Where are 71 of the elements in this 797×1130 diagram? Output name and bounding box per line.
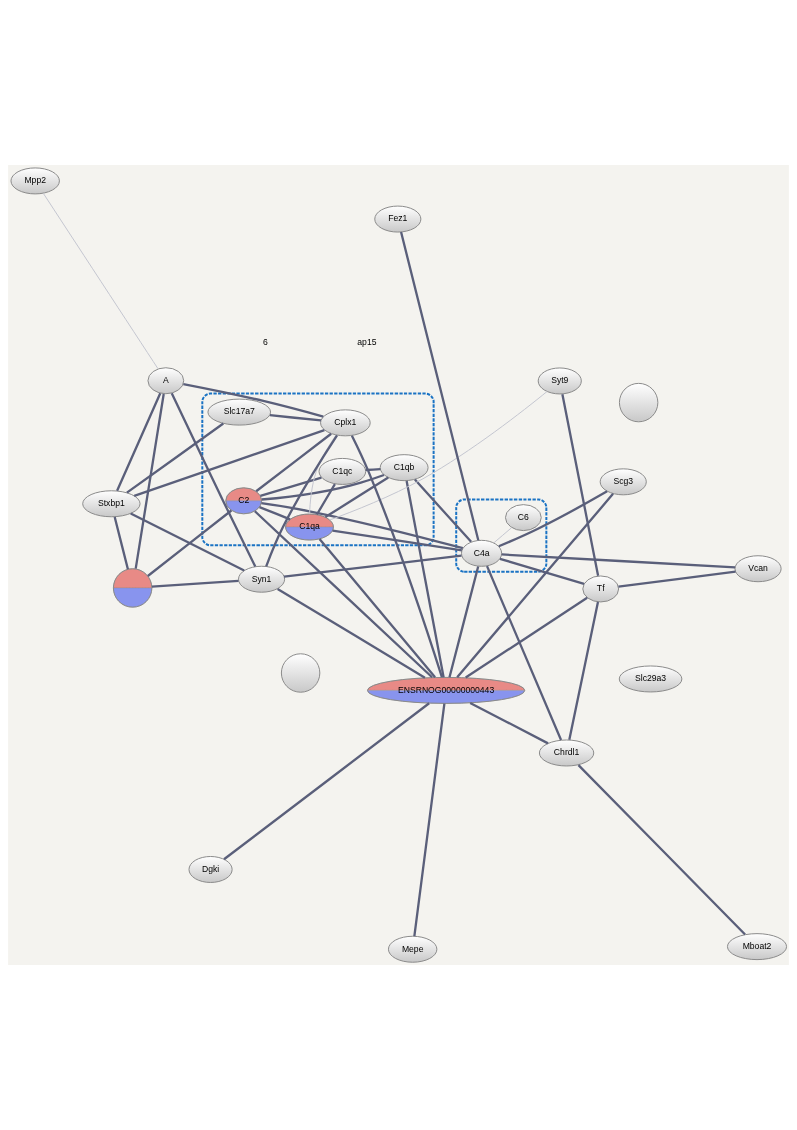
node-ellipse: C4a xyxy=(461,539,503,567)
connector xyxy=(255,432,332,493)
node-ellipse: Vcan xyxy=(734,555,782,583)
connector xyxy=(469,701,549,745)
connector xyxy=(147,509,233,577)
connector xyxy=(277,587,426,679)
label: ap15 xyxy=(357,336,377,347)
label: 6 xyxy=(263,336,268,347)
connector xyxy=(618,570,736,588)
connector xyxy=(318,538,436,678)
connector xyxy=(332,529,463,552)
connector xyxy=(501,553,736,569)
connector xyxy=(499,557,585,586)
connector xyxy=(350,435,443,678)
connector xyxy=(183,382,324,418)
connector xyxy=(265,434,338,567)
node-ellipse: C1qb xyxy=(379,454,429,482)
connector xyxy=(493,527,513,544)
connector xyxy=(413,703,446,937)
connector xyxy=(259,506,291,521)
node-ellipse: Mepe xyxy=(387,935,438,963)
connector xyxy=(399,231,480,541)
connector xyxy=(130,512,245,572)
node-circle xyxy=(280,653,321,693)
connector xyxy=(465,596,588,679)
connector xyxy=(568,601,600,740)
node-ellipse: Syn1 xyxy=(238,565,286,593)
connector xyxy=(116,392,162,492)
connector xyxy=(261,473,385,501)
node-ellipse: C1qc xyxy=(318,457,367,485)
connector xyxy=(577,764,746,936)
connector xyxy=(561,394,600,576)
connector xyxy=(405,480,445,678)
node-ellipse: Fez1 xyxy=(374,205,422,233)
connector xyxy=(126,422,224,494)
node-ellipse: Scg3 xyxy=(599,468,647,496)
node-ellipse: Syt9 xyxy=(537,367,582,395)
connector xyxy=(151,579,239,588)
connector xyxy=(260,476,322,497)
node-ellipse: A xyxy=(147,367,185,395)
node-ellipse: Slc29a3 xyxy=(618,665,683,693)
connector xyxy=(315,483,336,516)
node-circle xyxy=(618,382,659,423)
connector xyxy=(456,493,614,679)
connector xyxy=(498,490,608,548)
connector xyxy=(170,392,257,567)
cluster xyxy=(201,392,435,547)
node-ellipse: C6 xyxy=(504,504,542,532)
connector xyxy=(261,502,464,550)
connector xyxy=(414,478,472,543)
node-ellipse: Mpp2 xyxy=(10,167,60,195)
connector xyxy=(309,434,337,515)
node-ellipse: Cplx1 xyxy=(320,409,371,437)
node-ellipse: Slc17a7 xyxy=(207,398,272,426)
connector xyxy=(223,702,430,861)
connector xyxy=(42,192,159,370)
connector xyxy=(133,429,325,497)
connector xyxy=(485,565,563,741)
node-ellipse: Tf xyxy=(582,575,620,603)
connector xyxy=(324,476,389,519)
connector xyxy=(283,554,462,578)
node-ellipse: Stxbp1 xyxy=(82,490,141,518)
node-ellipse: Mboat2 xyxy=(726,933,788,961)
connector xyxy=(448,566,480,678)
connector xyxy=(113,516,130,570)
cluster xyxy=(455,498,548,573)
connector xyxy=(329,391,548,521)
node-ellipse: Dgki xyxy=(188,856,233,883)
connector xyxy=(134,393,165,569)
node-ellipse: Chrdl1 xyxy=(538,739,595,767)
connector xyxy=(269,414,322,422)
